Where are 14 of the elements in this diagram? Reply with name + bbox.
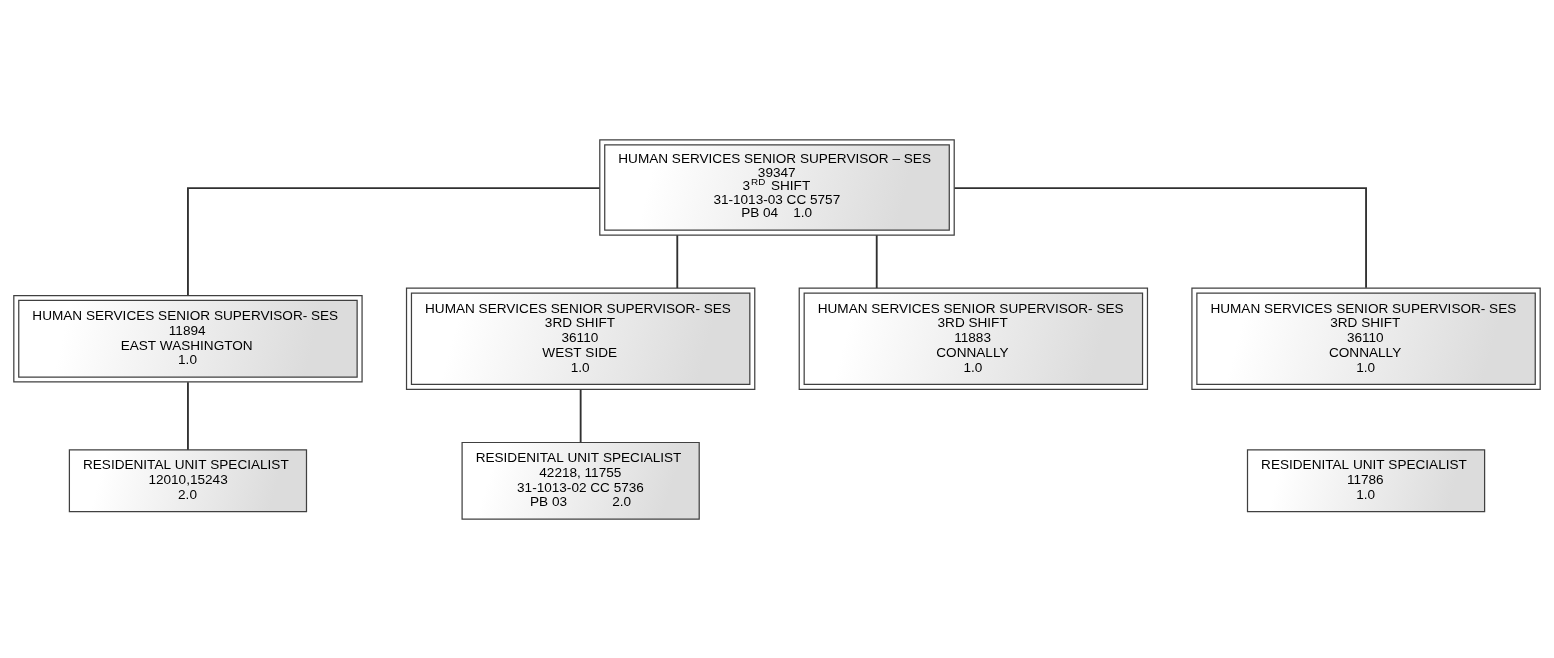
node-box: RESIDENITAL UNIT SPECIALIST 42218, 11755 31-1013-02 CC 5736 PB 03 2.0 (461, 441, 700, 520)
node-box: HUMAN SERVICES SENIOR SUPERVISOR- SES 3RD SHIFT 11883 CONNALLY 1.0 (798, 287, 1149, 390)
node-box: HUMAN SERVICES SENIOR SUPERVISOR – SES 39347 3$^{RD}$ SHIFT 31-1013-03 CC 5757 PB 04 1.0 (599, 138, 955, 236)
node-box: RESIDENITAL UNIT SPECIALIST 12010,15243 2.0 (68, 448, 308, 512)
connector (676, 233, 679, 289)
node-box: HUMAN SERVICES SENIOR SUPERVISOR- SES 11894 EAST WASHINGTON 1.0 (13, 294, 363, 383)
connector (187, 186, 601, 296)
connector (579, 388, 582, 443)
connector (187, 380, 189, 451)
connector (875, 233, 878, 289)
node-box: HUMAN SERVICES SENIOR SUPERVISOR- SES 3RD SHIFT 36110 WEST SIDE 1.0 (405, 287, 756, 390)
node-box: HUMAN SERVICES SENIOR SUPERVISOR- SES 3RD SHIFT 36110 CONNALLY 1.0 (1191, 287, 1541, 390)
node-box: RESIDENITAL UNIT SPECIALIST 11786 1.0 (1246, 448, 1486, 512)
connector (953, 186, 1367, 289)
